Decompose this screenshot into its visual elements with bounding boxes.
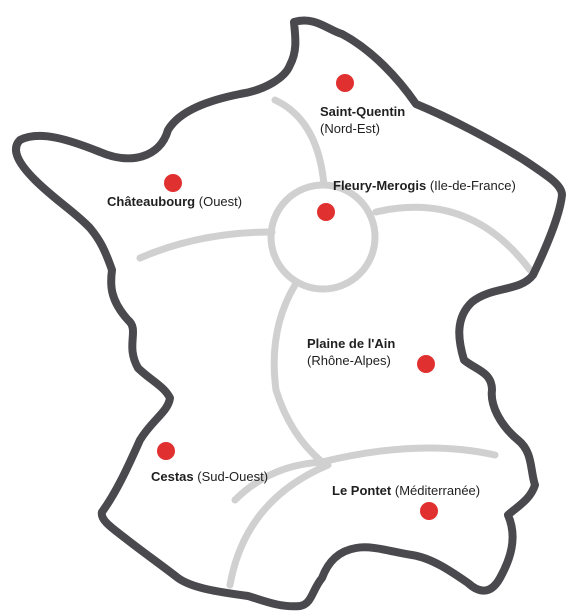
site-region: (Ile-de-France) — [429, 178, 516, 193]
divider-south — [226, 461, 332, 589]
region-dividers — [136, 96, 534, 589]
site-region: (Méditerranée) — [394, 483, 481, 498]
divider-east — [372, 203, 534, 274]
label-le-pontet: Le Pontet (Méditerranée) — [332, 482, 480, 499]
label-chateaubourg: Châteaubourg (Ouest) — [107, 193, 242, 210]
marker-cestas[interactable] — [157, 442, 175, 460]
label-plaine-de-l-ain: Plaine de l'Ain (Rhône-Alpes) — [307, 335, 395, 369]
divider-center — [270, 281, 326, 466]
site-name: Fleury-Merogis — [333, 178, 427, 193]
site-name: Plaine de l'Ain — [307, 336, 396, 351]
site-region: (Nord-Est) — [320, 121, 380, 136]
site-name: Le Pontet — [332, 483, 392, 498]
site-name: Châteaubourg — [107, 194, 196, 209]
site-region: (Rhône-Alpes) — [307, 353, 391, 368]
label-saint-quentin: Saint-Quentin (Nord-Est) — [320, 103, 405, 137]
site-name: Saint-Quentin — [320, 104, 406, 119]
label-cestas: Cestas (Sud-Ouest) — [151, 468, 268, 485]
france-outline — [12, 16, 566, 611]
marker-le-pontet[interactable] — [420, 502, 438, 520]
marker-saint-quentin[interactable] — [336, 74, 354, 92]
divider-west — [136, 228, 276, 262]
divider-southeast — [318, 444, 499, 466]
marker-chateaubourg[interactable] — [164, 174, 182, 192]
site-name: Cestas — [151, 469, 194, 484]
site-region: (Sud-Ouest) — [197, 469, 269, 484]
site-region: (Ouest) — [198, 194, 243, 209]
marker-plaine-de-l-ain[interactable] — [417, 355, 435, 373]
marker-fleury-merogis[interactable] — [317, 203, 335, 221]
divider-southwest — [231, 458, 326, 504]
divider-north — [271, 96, 328, 189]
label-fleury-merogis: Fleury-Merogis (Ile-de-France) — [333, 177, 516, 194]
ile-de-france-circle — [267, 181, 379, 293]
